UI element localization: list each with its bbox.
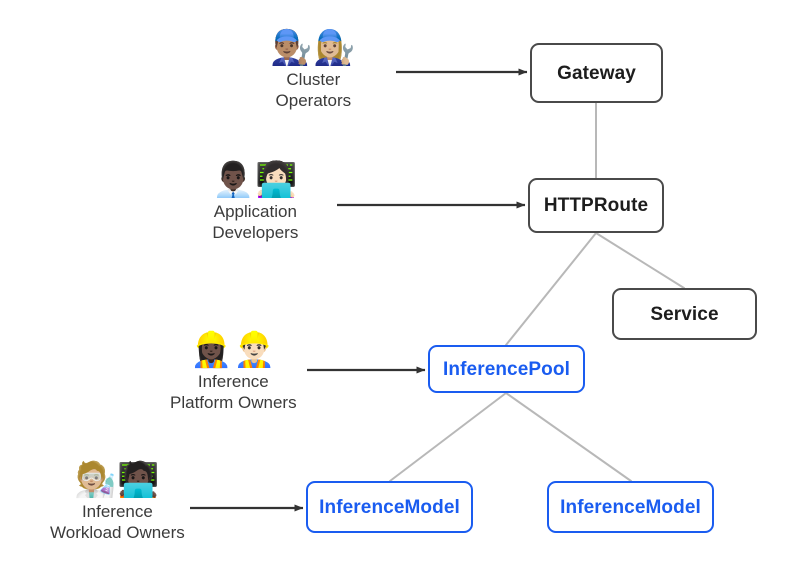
persona-avatars-inference-workload-owners: 🧑🏼‍🔬🧑🏿‍💻: [74, 461, 161, 499]
persona-caption-line1-application-developers: Application: [213, 202, 297, 221]
persona-caption-line1-cluster-operators: Cluster: [286, 70, 341, 89]
node-label-gateway: Gateway: [557, 62, 636, 84]
persona-caption-line2-application-developers: Developers: [212, 223, 299, 242]
persona-caption-line1-inference-platform-owners: Inference: [197, 372, 269, 391]
node-label-httproute: HTTPRoute: [543, 195, 649, 216]
connector-httproute-to-inferencepool: [505, 232, 597, 346]
node-label-inferencepool: InferencePool: [443, 358, 570, 380]
node-httproute[interactable]: HTTPRoute: [528, 178, 664, 233]
node-inferencemodel-right[interactable]: InferenceModel: [547, 481, 714, 533]
node-label-inferencemodel-right: InferenceModel: [560, 496, 701, 518]
persona-arrows: [190, 68, 528, 512]
node-inferencemodel-left[interactable]: InferenceModel: [306, 481, 473, 533]
node-label-service: Service: [650, 303, 719, 325]
persona-caption-line2-cluster-operators: Operators: [275, 91, 352, 110]
node-gateway[interactable]: Gateway: [530, 43, 663, 103]
persona-caption-line1-inference-workload-owners: Inference: [81, 502, 153, 521]
node-inferencepool[interactable]: InferencePool: [428, 345, 585, 393]
persona-avatars-cluster-operators: 👨🏽‍🔧👩🏼‍🔧: [270, 29, 357, 67]
persona-caption-line2-inference-platform-owners: Platform Owners: [170, 393, 297, 412]
connector-inferencepool-to-inferencemodel-left: [389, 392, 507, 482]
connector-httproute-to-service: [595, 232, 685, 289]
persona-avatars-inference-platform-owners: 👷🏿‍♀️👷🏻‍♂️: [189, 331, 277, 369]
persona-caption-line2-inference-workload-owners: Workload Owners: [50, 523, 185, 542]
connector-inferencepool-to-inferencemodel-right: [505, 392, 632, 482]
node-label-inferencemodel-left: InferenceModel: [319, 496, 460, 518]
node-service[interactable]: Service: [612, 288, 757, 340]
persona-avatars-application-developers: 👨🏿‍💼👩🏻‍💻: [212, 161, 299, 199]
